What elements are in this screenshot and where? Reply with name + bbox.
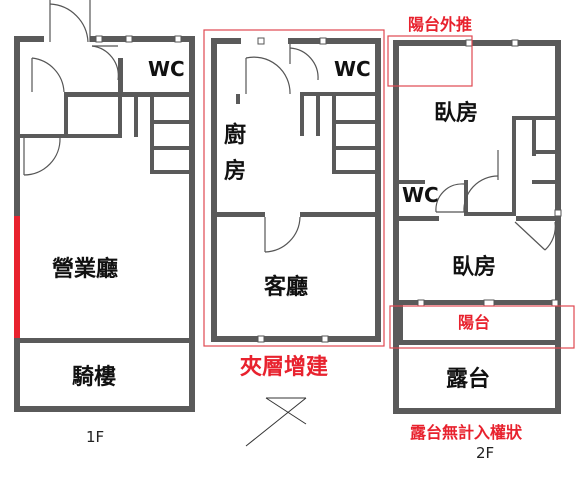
mezzanine-plan — [203, 29, 385, 347]
floor-1f-plan — [14, 0, 195, 412]
note-terrace-not-counted: 露台無計入權狀 — [410, 423, 523, 442]
mezzanine-highlight-box — [203, 29, 385, 347]
label-bedroom-lower: 臥房 — [452, 254, 496, 280]
label-terrace: 露台 — [446, 366, 490, 392]
label-living-room: 客廳 — [264, 274, 308, 300]
note-mezzanine-addition: 夾層增建 — [240, 354, 328, 380]
label-wc-1f: WC — [148, 57, 185, 81]
label-business-hall: 營業廳 — [52, 256, 118, 282]
label-bedroom-upper: 臥房 — [434, 100, 478, 126]
label-arcade: 騎樓 — [72, 365, 116, 390]
label-balcony: 陽台 — [458, 313, 490, 332]
note-balcony-extension: 陽台外推 — [408, 15, 472, 34]
label-kitchen-char-1: 廚 — [224, 122, 246, 148]
label-wc-2f: WC — [402, 183, 439, 207]
balcony-extension-box — [387, 35, 473, 87]
label-kitchen-char-2: 房 — [224, 158, 246, 184]
balcony-highlight-box — [389, 305, 575, 349]
cross-mark — [245, 397, 307, 447]
red-wall-segment — [14, 216, 20, 338]
floor-label-2f: 2F — [476, 444, 494, 462]
floor-2f-plan — [387, 35, 575, 414]
floor-label-1f: 1F — [86, 428, 104, 446]
label-wc-mezz: WC — [334, 57, 371, 81]
